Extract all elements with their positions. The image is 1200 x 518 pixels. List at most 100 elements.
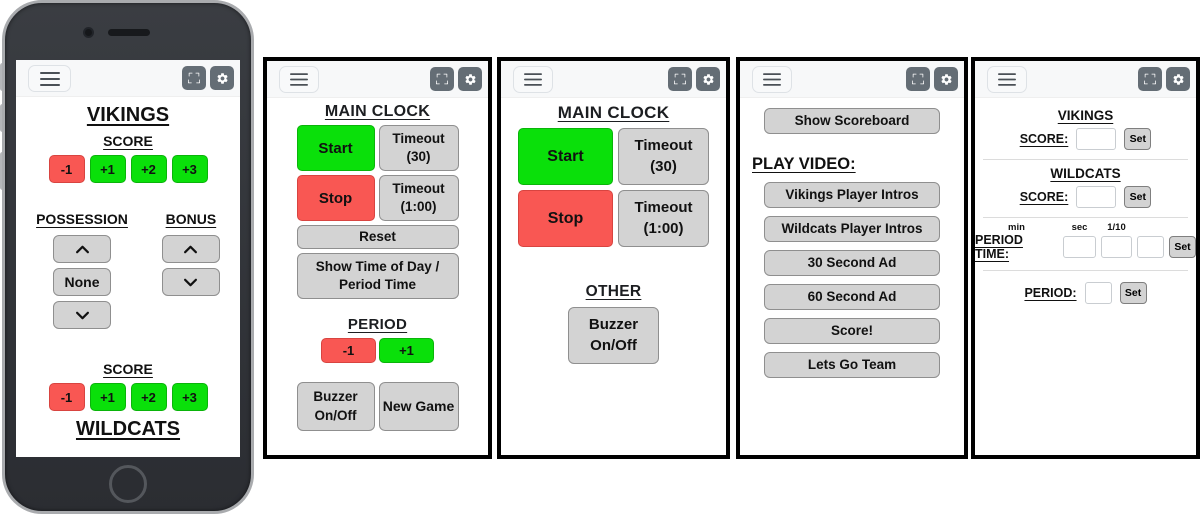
period-plus-button[interactable]: +1 [379,338,434,363]
score-video-button[interactable]: Score! [764,318,940,344]
video-button-list: Vikings Player Intros Wildcats Player In… [740,182,964,378]
wildcats-player-intros-button[interactable]: Wildcats Player Intros [764,216,940,242]
chevron-down-icon [75,311,89,319]
show-scoreboard-button[interactable]: Show Scoreboard [764,108,940,134]
sec-label: sec [1071,222,1088,233]
stop-button[interactable]: Stop [296,175,375,221]
possession-column: POSSESSION None [36,211,128,329]
fullscreen-button[interactable] [430,67,454,91]
video-panel: Show Scoreboard PLAY VIDEO: Vikings Play… [736,57,968,459]
settings-button[interactable] [1166,67,1190,91]
phone-camera [85,29,92,36]
timeout-30-line1: Timeout [392,130,445,146]
main-clock-simple-panel: MAIN CLOCK Start Timeout (30) Stop Timeo… [497,57,730,459]
wildcats-score-input[interactable] [1076,186,1117,208]
buzzer-button[interactable]: Buzzer On/Off [296,382,375,431]
vikings-score-set-button[interactable]: Set [1124,128,1152,150]
score-minus1-button[interactable]: -1 [48,155,85,183]
score-bottom-heading: SCORE [103,361,153,377]
timeout-100-line1: Timeout [392,180,445,196]
period-time-min-input[interactable] [1063,236,1096,258]
menu-button[interactable] [279,66,319,93]
menu-button[interactable] [987,66,1027,93]
bonus-up-button[interactable] [161,235,220,263]
bonus-down-button[interactable] [161,268,220,296]
show-time-line2: Period Time [338,277,417,292]
timeout-100-button[interactable]: Timeout (1:00) [618,190,709,247]
possession-bonus-section: POSSESSION None BONUS [16,211,240,329]
possession-up-button[interactable] [53,235,111,263]
expand-icon [188,72,200,84]
vikings-score-label: SCORE: [1019,132,1069,146]
fullscreen-button[interactable] [182,66,206,90]
show-time-of-day-button[interactable]: Show Time of Day / Period Time [296,253,459,299]
expand-icon [1144,73,1156,85]
expand-icon [912,73,924,85]
score-plus1-button[interactable]: +1 [89,383,126,411]
fullscreen-button[interactable] [906,67,930,91]
fullscreen-button[interactable] [668,67,692,91]
settings-button[interactable] [934,67,958,91]
gear-icon [464,73,476,85]
hamburger-icon [290,73,308,86]
score-plus3-button[interactable]: +3 [171,155,208,183]
score-plus2-button[interactable]: +2 [130,155,167,183]
period-time-tenth-input[interactable] [1137,236,1164,258]
timeout-100-line1: Timeout [634,199,693,217]
period-time-section: min sec 1/10 PERIOD TIME: Set [975,222,1196,261]
start-button[interactable]: Start [296,125,375,171]
hamburger-icon [524,73,542,86]
chevron-up-icon [75,245,89,253]
gear-icon [1172,73,1184,85]
30-second-ad-button[interactable]: 30 Second Ad [764,250,940,276]
vikings-score-input[interactable] [1076,128,1117,150]
new-game-button[interactable]: New Game [378,382,459,431]
settings-button[interactable] [696,67,720,91]
menu-button[interactable] [752,66,792,93]
vikings-player-intros-button[interactable]: Vikings Player Intros [764,182,940,208]
start-button[interactable]: Start [518,128,613,185]
score-minus1-button[interactable]: -1 [48,383,85,411]
possession-none-button[interactable]: None [53,268,111,296]
score-plus1-button[interactable]: +1 [89,155,126,183]
menu-button[interactable] [28,65,71,92]
phone-home-button [109,465,147,503]
play-video-heading: PLAY VIDEO: [752,155,856,173]
possession-heading: POSSESSION [36,211,128,227]
timeout-30-button[interactable]: Timeout (30) [378,125,459,171]
period-label: PERIOD: [1024,286,1077,300]
score-plus3-button[interactable]: +3 [171,383,208,411]
60-second-ad-button[interactable]: 60 Second Ad [764,284,940,310]
app-header [501,61,726,98]
possession-down-button[interactable] [53,301,111,329]
reset-button[interactable]: Reset [296,225,459,249]
min-label: min [1008,222,1025,233]
app-header [16,60,240,97]
period-time-sec-input[interactable] [1101,236,1132,258]
period-time-label: PERIOD TIME: [975,233,1023,261]
period-minus-button[interactable]: -1 [321,338,376,363]
stop-button[interactable]: Stop [518,190,613,247]
buzzer-line2: On/Off [590,336,637,354]
fullscreen-button[interactable] [1138,67,1162,91]
app-header [975,61,1196,98]
hamburger-icon [998,73,1016,86]
lets-go-team-button[interactable]: Lets Go Team [764,352,940,378]
expand-icon [674,73,686,85]
settings-button[interactable] [210,66,234,90]
chevron-up-icon [184,245,198,253]
bonus-column: BONUS [161,211,220,329]
score-plus2-button[interactable]: +2 [130,383,167,411]
wildcats-score-set-button[interactable]: Set [1124,186,1152,208]
settings-button[interactable] [458,67,482,91]
bonus-heading: BONUS [165,211,217,227]
timeout-30-button[interactable]: Timeout (30) [618,128,709,185]
vikings-heading: VIKINGS [1057,108,1114,123]
menu-button[interactable] [513,66,553,93]
buzzer-button[interactable]: Buzzer On/Off [568,307,659,364]
timeout-100-button[interactable]: Timeout (1:00) [378,175,459,221]
period-set-button[interactable]: Set [1119,282,1147,304]
period-input[interactable] [1084,282,1112,304]
timeout-30-line2: (30) [406,149,431,164]
period-time-set-button[interactable]: Set [1169,236,1196,258]
